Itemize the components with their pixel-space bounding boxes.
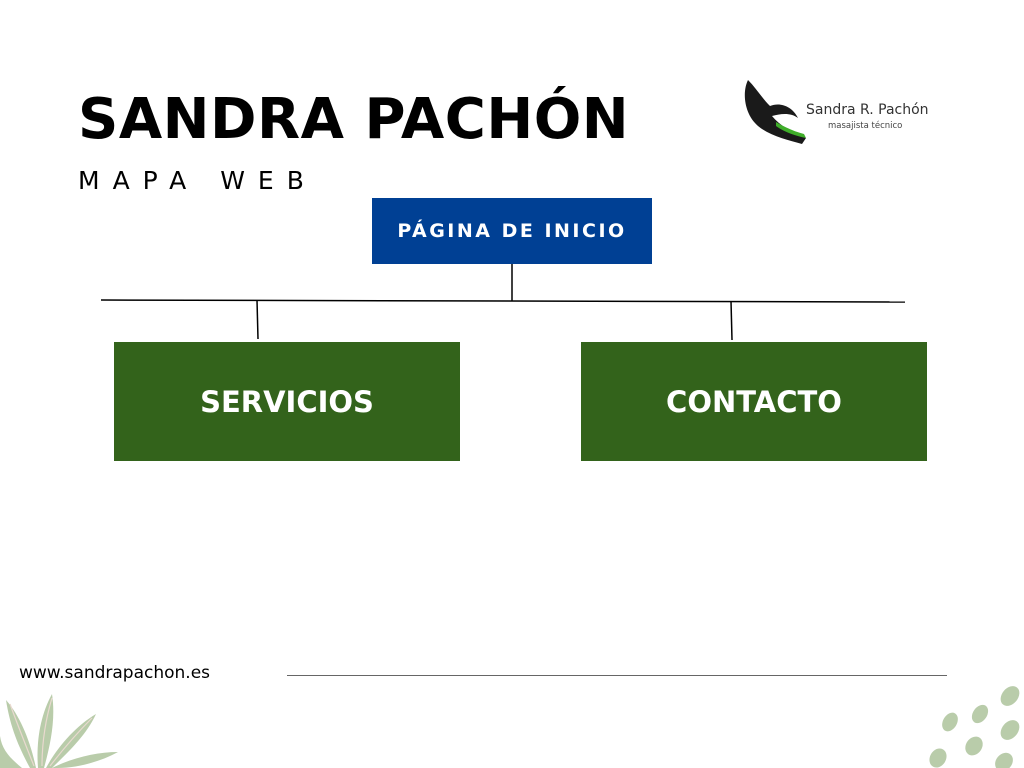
dots-decoration-icon — [929, 686, 1020, 768]
sitemap-node-contact[interactable]: CONTACTO — [581, 342, 927, 461]
page-title: SANDRA PACHÓN — [78, 87, 630, 152]
connector-services-stem — [256, 299, 259, 340]
connector-horizontal — [100, 299, 906, 303]
hand-icon — [744, 80, 806, 144]
footer-divider — [287, 675, 947, 676]
leaf-decoration-icon — [0, 694, 118, 768]
sitemap-node-services[interactable]: SERVICIOS — [114, 342, 460, 461]
brand-logo: Sandra R. Pachón masajista técnico — [740, 74, 940, 150]
page-subtitle: MAPA WEB — [78, 166, 317, 195]
sitemap-node-home[interactable]: PÁGINA DE INICIO — [372, 198, 652, 264]
connector-contact-stem — [730, 300, 733, 341]
logo-tagline: masajista técnico — [828, 121, 903, 131]
footer-url[interactable]: www.sandrapachon.es — [19, 663, 211, 683]
logo-name: Sandra R. Pachón — [806, 102, 929, 118]
